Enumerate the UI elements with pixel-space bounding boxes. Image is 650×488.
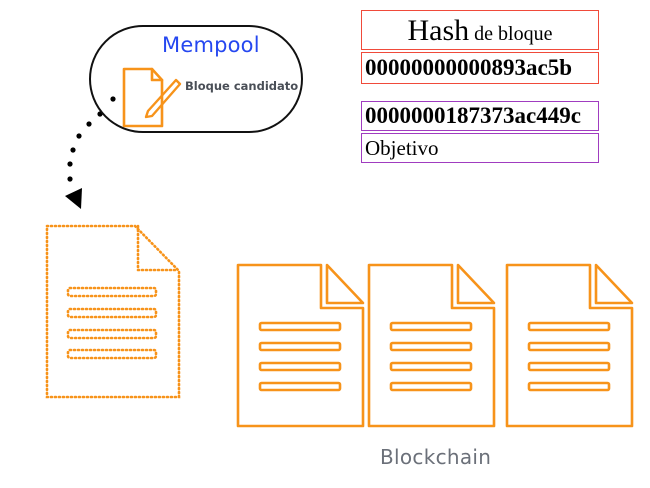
block-line xyxy=(258,381,342,392)
block-line xyxy=(258,321,342,332)
target-label: Objetivo xyxy=(361,133,599,163)
mempool-container xyxy=(89,25,303,133)
blockchain-group xyxy=(236,263,634,428)
block-line xyxy=(389,341,473,352)
arrowhead-icon xyxy=(65,188,82,209)
block-line xyxy=(527,361,611,372)
block-body xyxy=(367,263,496,428)
block-line xyxy=(389,381,473,392)
block-line xyxy=(527,321,611,332)
blockchain-block-icon xyxy=(367,263,496,428)
block-hash-value: 00000000000893ac5b xyxy=(361,52,599,84)
block-line xyxy=(258,361,342,372)
block-hash-title: Hash de bloque xyxy=(361,10,599,50)
block-corner xyxy=(594,263,634,305)
blockchain-block-icon xyxy=(505,263,634,428)
block-line xyxy=(527,341,611,352)
block-corner xyxy=(456,263,496,305)
candidate-block-label: Bloque candidato xyxy=(185,79,299,93)
block-corner xyxy=(325,263,365,305)
block-body xyxy=(505,263,634,428)
blockchain-label: Blockchain xyxy=(380,445,492,469)
block-hash-title-small: de bloque xyxy=(469,23,553,45)
dotted-arrow xyxy=(65,96,116,209)
block-line xyxy=(389,321,473,332)
block-line xyxy=(389,361,473,372)
mempool-title: Mempool xyxy=(162,33,260,57)
block-body xyxy=(236,263,365,428)
candidate-block-icon xyxy=(45,224,181,399)
block-hash-title-large: Hash xyxy=(407,14,470,47)
block-line xyxy=(527,381,611,392)
target-value: 0000000187373ac449c xyxy=(361,101,599,131)
block-line xyxy=(258,341,342,352)
blockchain-block-icon xyxy=(236,263,365,428)
